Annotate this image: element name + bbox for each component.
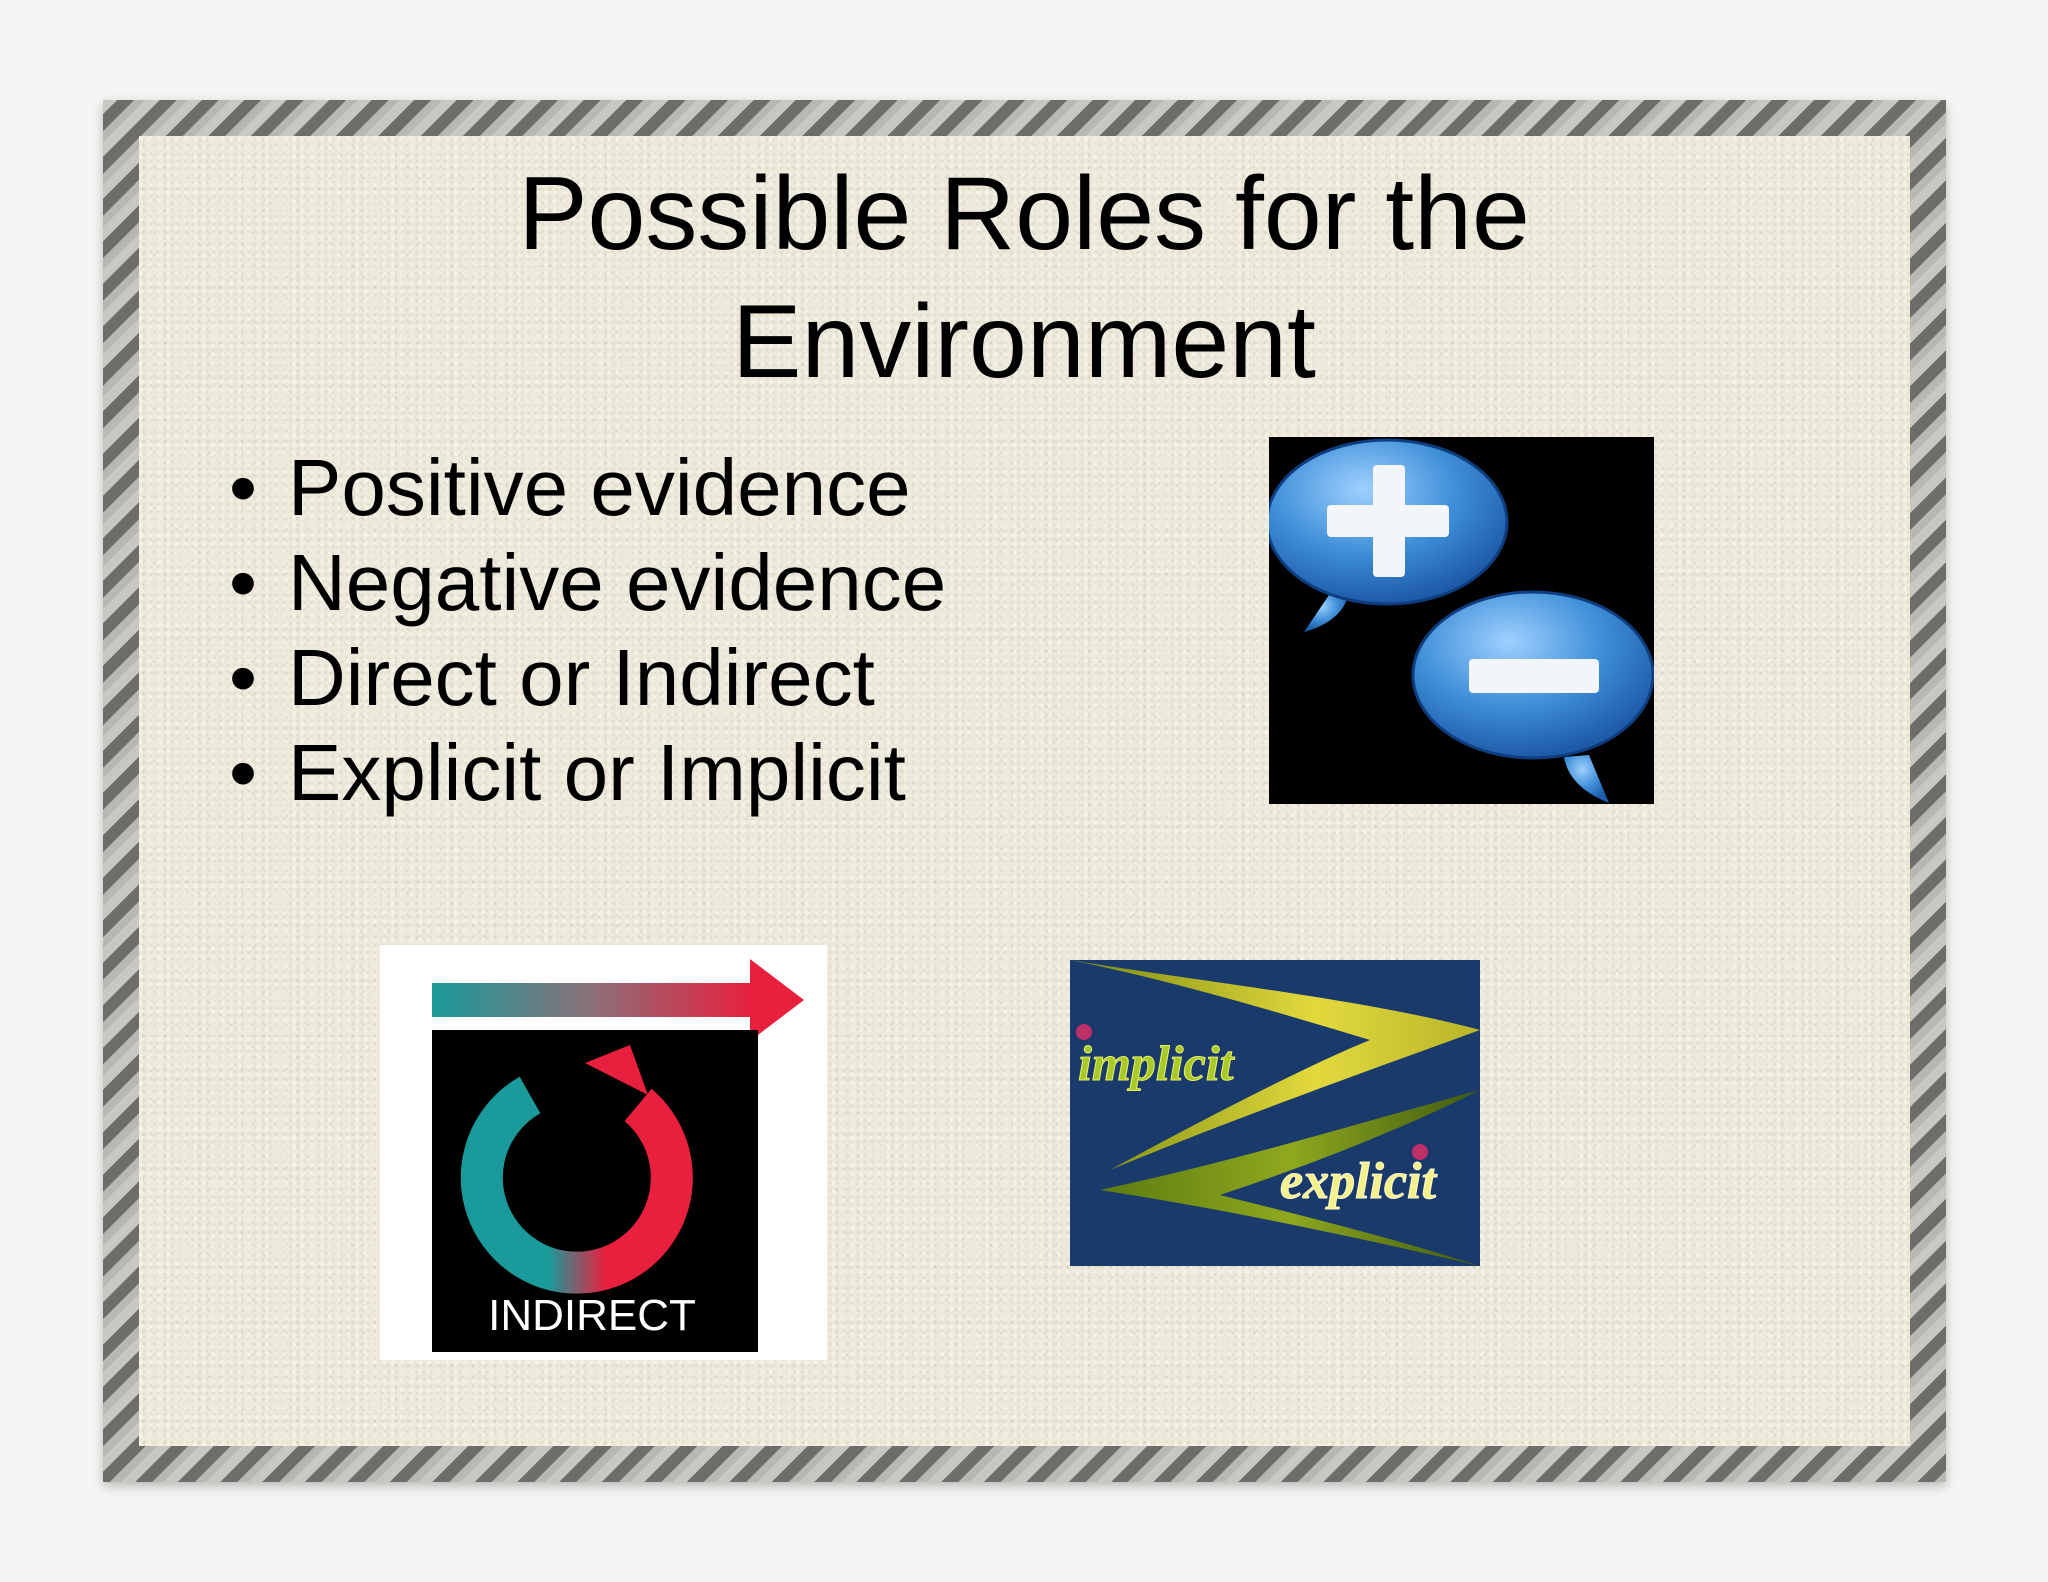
implicit-word: implicit: [1078, 1035, 1236, 1091]
gradient-arrow-icon: [432, 959, 804, 1041]
bullet-list: •Positive evidence •Negative evidence •D…: [218, 440, 946, 820]
bullet-text: Positive evidence: [288, 443, 911, 532]
slide-title: Possible Roles for the Environment: [0, 150, 2048, 406]
plus-speech-bubble-icon: [1269, 438, 1509, 632]
bullet-item: •Direct or Indirect: [228, 633, 875, 722]
title-line-1: Possible Roles for the: [518, 156, 1530, 272]
minus-speech-bubble-icon: [1411, 590, 1654, 803]
bullet-item: •Positive evidence: [228, 443, 911, 532]
circular-arrow-icon: [460, 1045, 693, 1294]
bullet-text: Direct or Indirect: [288, 633, 875, 722]
upper-swoosh: [1070, 960, 1480, 1170]
plus-minus-image: [1269, 437, 1654, 804]
indirect-label: INDIRECT: [488, 1291, 696, 1340]
bullet-text: Negative evidence: [288, 538, 947, 627]
bullet-item: •Negative evidence: [228, 538, 947, 627]
indirect-image: INDIRECT: [380, 945, 827, 1360]
bullet-text: Explicit or Implicit: [288, 728, 906, 817]
explicit-word: explicit: [1280, 1153, 1438, 1210]
lower-swoosh: [1100, 1090, 1480, 1266]
implicit-explicit-image: implicit explicit: [1070, 960, 1480, 1266]
bullet-item: •Explicit or Implicit: [228, 728, 906, 817]
title-line-2: Environment: [732, 284, 1316, 400]
